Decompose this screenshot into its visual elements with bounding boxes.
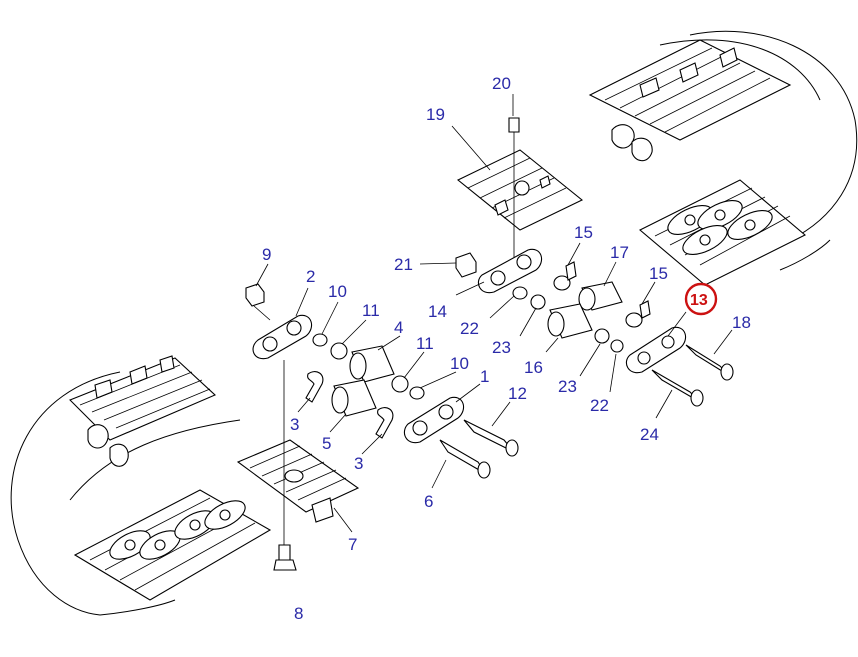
- part-8-bolt: [273, 360, 297, 571]
- part-11-lower-seal: [391, 375, 409, 393]
- callout-11a[interactable]: 11: [362, 301, 380, 320]
- callout-1[interactable]: 1: [480, 367, 489, 386]
- left-track-loop: [10, 355, 272, 616]
- left-lower-chain: [73, 489, 272, 601]
- callout-15b[interactable]: 15: [649, 264, 668, 283]
- part-7-shoe: [236, 439, 360, 523]
- left-upper-shoes: [69, 355, 216, 467]
- part-14-link: [477, 248, 543, 294]
- part-15-right-seal: [625, 300, 651, 328]
- callout-20[interactable]: 20: [492, 74, 511, 93]
- callout-10b[interactable]: 10: [450, 354, 469, 373]
- callout-4[interactable]: 4: [394, 318, 403, 337]
- part-10-lower-washer: [409, 386, 425, 400]
- part-3-upper-seal: [305, 371, 324, 403]
- callout-11b[interactable]: 11: [416, 334, 434, 353]
- part-23-upper-washer: [530, 294, 546, 310]
- part-10-upper-washer: [312, 333, 328, 347]
- callout-5[interactable]: 5: [322, 434, 331, 453]
- leader-lines: [253, 94, 733, 533]
- part-23-lower-washer: [594, 328, 610, 344]
- part-19-shoe: [456, 149, 584, 231]
- right-lower-chain: [639, 179, 806, 286]
- callout-3b[interactable]: 3: [354, 454, 363, 473]
- callout-2[interactable]: 2: [306, 267, 315, 286]
- callout-23b[interactable]: 23: [558, 377, 577, 396]
- part-15-upper-seal: [553, 261, 577, 291]
- part-24-pin: [651, 369, 704, 407]
- callout-6[interactable]: 6: [424, 492, 433, 511]
- callout-23a[interactable]: 23: [492, 338, 511, 357]
- part-2-link: [252, 314, 313, 360]
- callout-16[interactable]: 16: [524, 358, 543, 377]
- callout-9[interactable]: 9: [262, 245, 271, 264]
- right-upper-shoes: [588, 39, 792, 162]
- part-12-pin: [463, 419, 519, 457]
- callout-8[interactable]: 8: [294, 604, 303, 623]
- part-21-nut: [455, 252, 477, 278]
- part-6-pin: [439, 439, 491, 479]
- callout-21[interactable]: 21: [394, 255, 413, 274]
- exploded-parts: [236, 117, 734, 571]
- callout-17[interactable]: 17: [610, 243, 629, 262]
- callout-10a[interactable]: 10: [328, 282, 347, 301]
- right-track-loop: [588, 30, 858, 286]
- callout-22b[interactable]: 22: [590, 396, 609, 415]
- callout-13[interactable]: 13: [690, 292, 708, 309]
- part-5-bushing: [331, 379, 377, 417]
- part-11-upper-seal: [330, 342, 348, 360]
- part-20-bolt: [508, 117, 520, 270]
- part-22-lower-washer: [610, 339, 624, 353]
- part-18-pin: [685, 344, 734, 381]
- callout-labels: 20 19 21 14 15 17 15 22 23 16 23 22 13 1…: [262, 74, 751, 623]
- callout-19[interactable]: 19: [426, 105, 445, 124]
- callout-24[interactable]: 24: [640, 425, 659, 444]
- part-17-bushing: [578, 281, 623, 311]
- callout-7[interactable]: 7: [348, 535, 357, 554]
- part-16-bushing: [547, 303, 593, 339]
- callout-14[interactable]: 14: [428, 302, 447, 321]
- part-1-link: [403, 396, 465, 444]
- part-9-nut: [245, 283, 265, 307]
- callout-22a[interactable]: 22: [460, 319, 479, 338]
- callout-3a[interactable]: 3: [290, 415, 299, 434]
- part-13-link: [625, 326, 687, 374]
- part-4-bushing: [349, 345, 395, 383]
- highlight-ring-13: [684, 282, 718, 316]
- callout-12[interactable]: 12: [508, 384, 527, 403]
- callout-15a[interactable]: 15: [574, 223, 593, 242]
- callout-18[interactable]: 18: [732, 313, 751, 332]
- part-3-lower-seal: [375, 407, 394, 439]
- part-22-upper-washer: [512, 286, 528, 300]
